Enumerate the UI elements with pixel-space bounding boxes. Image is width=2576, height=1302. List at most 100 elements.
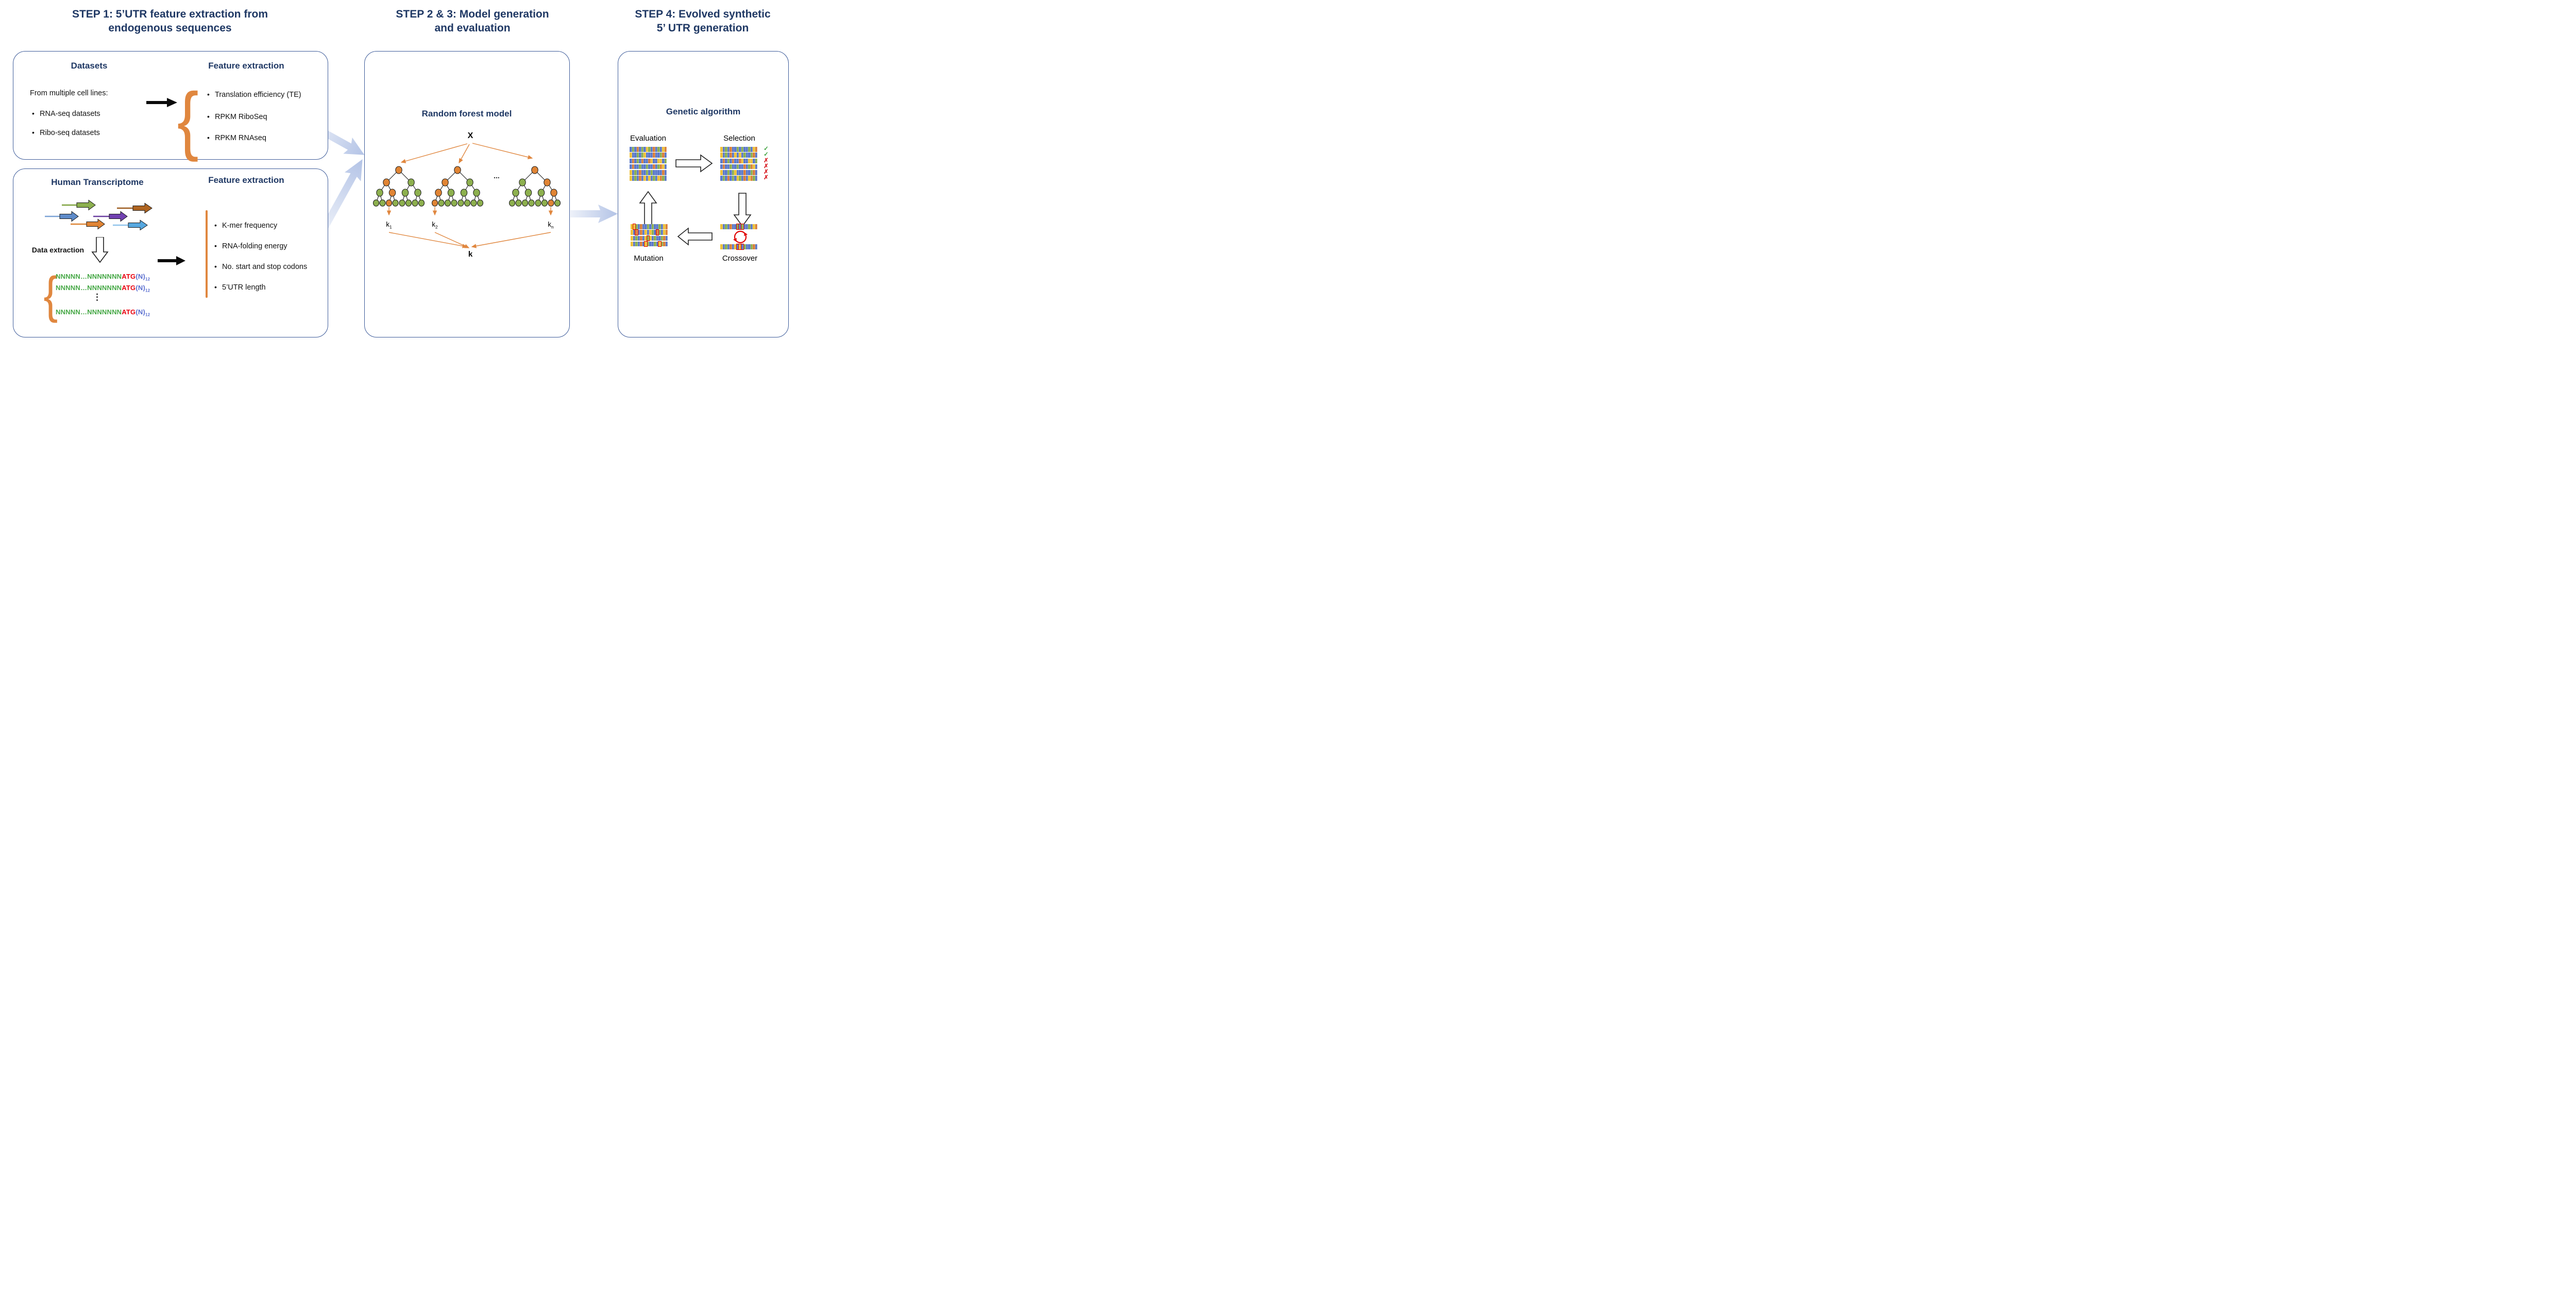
random-forest-heading: Random forest model	[421, 109, 512, 119]
tree-node	[379, 199, 386, 207]
down-outline-arrow-icon	[733, 193, 752, 227]
tree-node	[528, 199, 535, 207]
utr-sequence-row: NNNNN…NNNNNNNATG(N)12	[56, 284, 150, 293]
datasets-item-riboseq: Ribo-seq datasets	[32, 128, 100, 137]
sequence-bar-row	[720, 158, 757, 164]
transcriptome-feature-heading: Feature extraction	[208, 175, 284, 185]
datasets-feature-rpkm-ribo: RPKM RiboSeq	[207, 112, 267, 121]
tree-node	[399, 199, 405, 207]
utr-sequence-row: NNNNN…NNNNNNNATG(N)12	[56, 273, 150, 282]
tree-node	[537, 189, 545, 197]
vertical-ellipsis: ⋮	[93, 292, 101, 302]
sequence-bar-row	[720, 224, 757, 229]
sequence-bar-row	[630, 170, 667, 175]
mutation-population	[631, 224, 668, 247]
cross-icon: ✗	[764, 163, 769, 170]
tree-node	[395, 166, 402, 174]
tree-node	[457, 199, 464, 207]
datasets-heading: Datasets	[71, 61, 108, 71]
panel-transcriptome	[13, 168, 328, 337]
sequence-bar-row	[631, 229, 668, 235]
tree-node	[548, 199, 554, 207]
tree-node	[414, 189, 421, 197]
tree-node	[431, 199, 438, 207]
gene-arrows-icon	[45, 199, 152, 230]
sequence-subscript: 12	[145, 277, 150, 282]
step4-title: STEP 4: Evolved synthetic 5’ UTR generat…	[615, 7, 790, 35]
k2-to-k-arrow	[434, 232, 470, 248]
step1-title-line1: STEP 1: 5’UTR feature extraction from	[72, 8, 268, 20]
trees-ellipsis: ...	[494, 172, 500, 180]
sequence-bar-row	[631, 241, 668, 247]
panel-random-forest	[364, 51, 570, 337]
tree-node	[541, 199, 548, 207]
step23-title-line2: and evaluation	[434, 22, 511, 34]
tree-node	[544, 178, 551, 187]
tree1-output-label: k1	[386, 221, 392, 230]
tree-node	[466, 178, 473, 187]
crossover-parent-2	[720, 244, 757, 249]
x-to-tree2-arrow	[459, 144, 470, 164]
cross-icon: ✗	[764, 169, 769, 176]
transcriptome-heading: Human Transcriptome	[51, 177, 144, 187]
feature-utr-length: 5’UTR length	[214, 283, 266, 292]
feature-rna-folding: RNA-folding energy	[214, 242, 287, 250]
right-outline-arrow-icon	[675, 154, 713, 173]
check-icon: ✓	[764, 151, 769, 158]
selection-population	[720, 147, 757, 181]
tree-node	[385, 199, 393, 207]
sequence-n-prefix: NNNNN…NNNNNNN	[56, 284, 122, 292]
datasets-intro: From multiple cell lines:	[30, 89, 108, 97]
sequence-bar-row	[631, 224, 668, 229]
black-arrow-icon	[158, 256, 185, 265]
sequence-subscript: 12	[145, 312, 150, 317]
tree-node	[408, 178, 415, 187]
tree-node	[554, 199, 561, 207]
tree-node	[392, 199, 399, 207]
selection-label: Selection	[723, 134, 755, 143]
sequence-bar-row	[720, 164, 757, 170]
tree-node	[509, 199, 516, 207]
tree-node	[473, 189, 480, 197]
tree-node	[460, 189, 468, 197]
tree-node	[444, 199, 451, 207]
sequence-n-suffix: (N)	[135, 273, 145, 280]
sequence-bar-row	[720, 153, 757, 158]
sequence-bar-row	[631, 235, 668, 241]
sequence-bar-row	[630, 164, 667, 170]
orange-brace-datasets: {	[177, 77, 199, 162]
cross-icon: ✗	[764, 175, 769, 181]
black-arrow-icon	[146, 98, 177, 107]
step1-title: STEP 1: 5’UTR feature extraction from en…	[52, 7, 289, 35]
step4-title-line2: 5’ UTR generation	[656, 22, 749, 34]
aggregate-k-label: k	[468, 250, 473, 259]
sequence-subscript: 12	[145, 288, 150, 293]
sequence-bar-row	[720, 176, 757, 181]
sequence-atg: ATG	[122, 284, 136, 292]
sequence-n-prefix: NNNNN…NNNNNNN	[56, 273, 122, 280]
orange-bracket-line	[206, 210, 208, 298]
step1-title-line2: endogenous sequences	[108, 22, 232, 34]
crossover-parent-1	[720, 224, 757, 229]
random-forest-diagram	[372, 143, 561, 248]
datasets-feature-heading: Feature extraction	[208, 61, 284, 71]
tree-node	[550, 189, 557, 197]
sequence-n-suffix: (N)	[135, 308, 145, 316]
sequence-atg: ATG	[122, 273, 136, 280]
figure-canvas: STEP 1: 5’UTR feature extraction from en…	[0, 0, 796, 339]
step23-title-line1: STEP 2 & 3: Model generation	[396, 8, 549, 20]
mutation-label: Mutation	[634, 254, 664, 263]
tree-node	[521, 199, 529, 207]
x-to-tree1-arrow	[400, 143, 468, 163]
tree-node	[376, 189, 383, 197]
sequence-bar-row	[720, 244, 757, 249]
tree-node	[372, 199, 380, 207]
tree-node	[535, 199, 541, 207]
sequence-bar-row	[720, 170, 757, 175]
sequence-n-prefix: NNNNN…NNNNNNN	[56, 308, 122, 316]
step4-title-line1: STEP 4: Evolved synthetic	[635, 8, 771, 20]
utr-sequence-row: NNNNN…NNNNNNNATG(N)12	[56, 308, 150, 317]
k1-to-k-arrow	[388, 232, 468, 248]
genetic-algorithm-heading: Genetic algorithm	[666, 107, 741, 116]
check-icon: ✓	[764, 146, 769, 152]
